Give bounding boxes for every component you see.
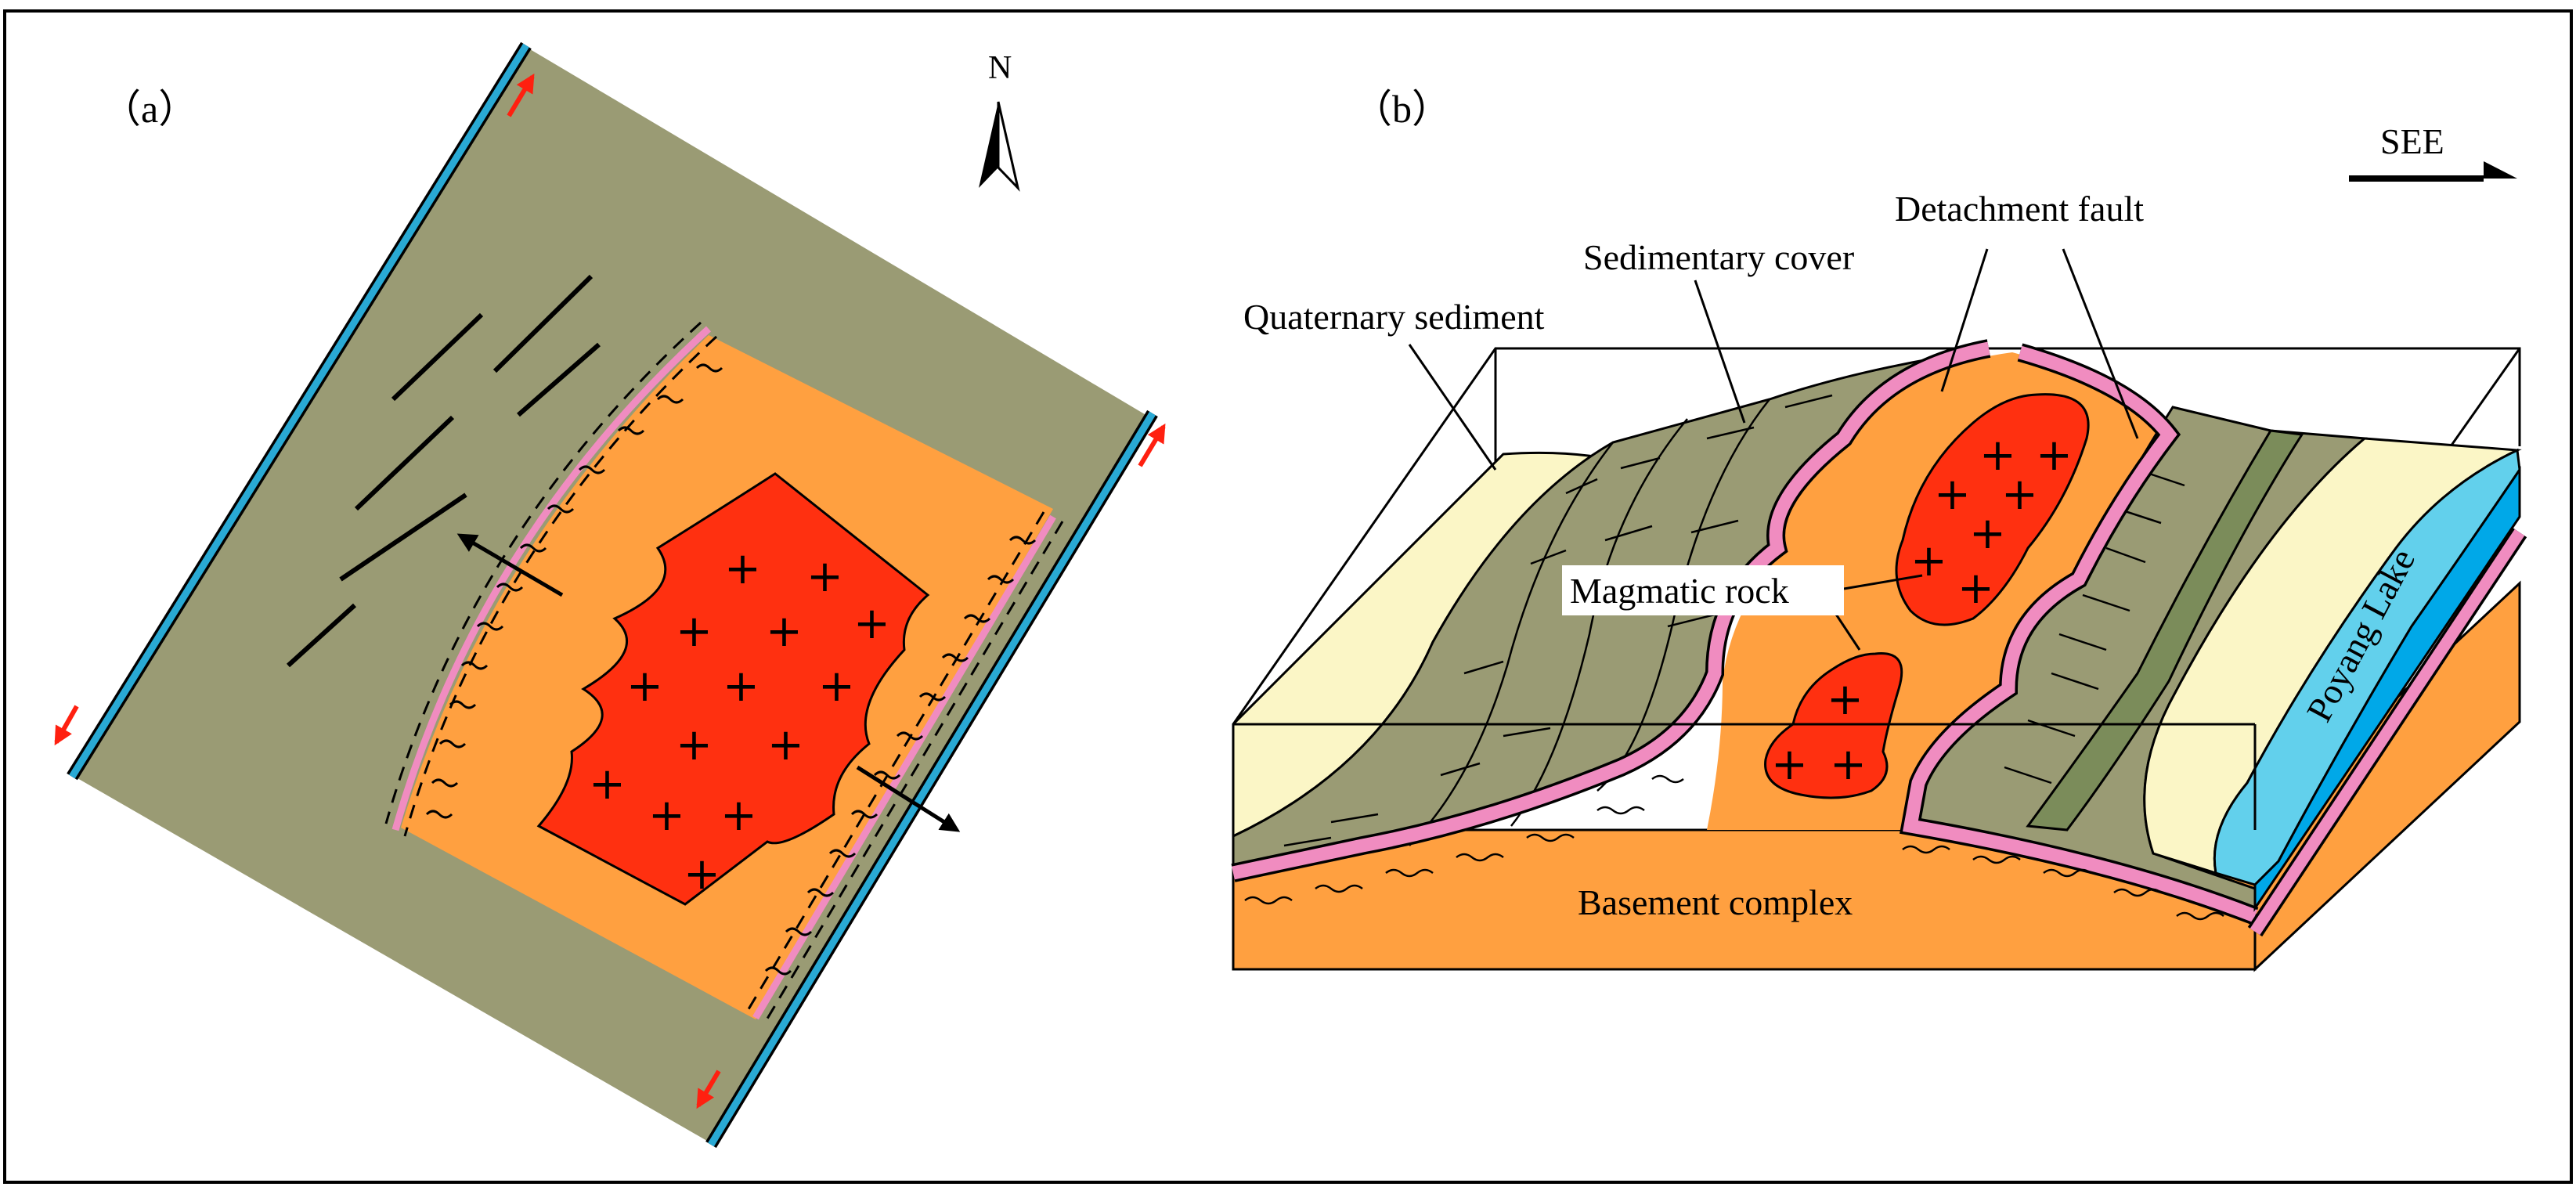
strike-slip-fault-left (67, 41, 532, 781)
pluton-plus: + (853, 598, 890, 649)
pluton-plus: + (723, 661, 759, 712)
pluton-plus: + (1830, 739, 1867, 790)
pluton-symbols-a: + + + + + + + + + + + + + + (589, 543, 890, 900)
panel-a-label: （a） (102, 87, 197, 131)
north-label: N (988, 50, 1012, 86)
pluton-plus: + (2036, 430, 2073, 481)
magmatic-label-background (1562, 565, 1844, 615)
sedimentary-cover-dark-band (2026, 429, 2304, 831)
detachment-fault-right-dash-a (763, 521, 1064, 1023)
extension-arrow-icon (456, 533, 564, 597)
label-quaternary-sediment: Quaternary sediment (1243, 297, 1545, 337)
pluton-plus: + (818, 661, 855, 712)
mylonite-foliation-b (1244, 774, 2224, 921)
detachment-fault-right-b-fill (1903, 345, 2258, 922)
pluton-plus: + (767, 720, 804, 770)
shear-arrow-icon (1138, 423, 1166, 467)
lake-detachment-fault-fill (2249, 528, 2525, 936)
pluton-plus: + (1979, 430, 2016, 481)
fracture-lines (286, 274, 601, 668)
magmatic-rock-upper (1895, 393, 2090, 626)
label-basement-complex: Basement complex (1578, 882, 1853, 922)
mylonite-foliation-right (764, 536, 1037, 976)
callout-leaders (1408, 248, 2139, 651)
pluton-plus: + (1771, 739, 1808, 790)
figure-frame (3, 9, 2573, 1184)
pluton-plus: + (1910, 536, 1947, 586)
pluton-symbols-b: + + + + + + + + + + (1771, 430, 2073, 790)
east-arrow-icon: SEE (2349, 121, 2517, 182)
mylonite-foliation-left (425, 363, 723, 819)
shear-arrow-icon (696, 1070, 721, 1109)
detachment-fault-right-dash-b (745, 511, 1045, 1014)
pluton-plus: + (1827, 674, 1863, 725)
pluton-plus: + (1957, 563, 1994, 614)
north-arrow-icon: N (979, 50, 1020, 192)
extension-arrow-icon (856, 765, 961, 832)
pluton-plus: + (648, 790, 685, 841)
pluton-plus: + (676, 720, 713, 770)
pluton-plus: + (724, 543, 761, 594)
pluton-plus: + (684, 849, 720, 900)
label-sedimentary-cover: Sedimentary cover (1583, 237, 1854, 277)
pluton-plus: + (720, 790, 757, 841)
magmatic-rock-body-a (536, 472, 930, 906)
pluton-plus: + (589, 759, 626, 810)
pluton-plus: + (626, 661, 663, 712)
pluton-plus: + (766, 606, 803, 657)
direction-label: SEE (2380, 121, 2444, 161)
panel-b-label: （b） (1353, 87, 1451, 131)
pluton-plus: + (1934, 469, 1971, 520)
poyang-lake-deep (2253, 466, 2521, 912)
detachment-fault-left (391, 326, 712, 831)
pluton-plus: + (2001, 469, 2038, 520)
panel-b: （b） SEE (1231, 87, 2527, 972)
detachment-fault-left-b-fill (1232, 341, 1990, 880)
pluton-plus: + (676, 606, 713, 657)
strike-slip-fault-right (705, 409, 1158, 1149)
label-magmatic-rock: Magmatic rock (1570, 571, 1789, 611)
pluton-plus: + (806, 551, 843, 602)
pluton-plus: + (1969, 508, 2006, 559)
panel-a: （a） (54, 41, 1166, 1149)
shear-arrow-icon (507, 73, 535, 117)
shear-arrow-icon (54, 705, 79, 746)
label-detachment-fault: Detachment fault (1895, 189, 2144, 229)
magmatic-rock-lower (1764, 652, 1903, 799)
